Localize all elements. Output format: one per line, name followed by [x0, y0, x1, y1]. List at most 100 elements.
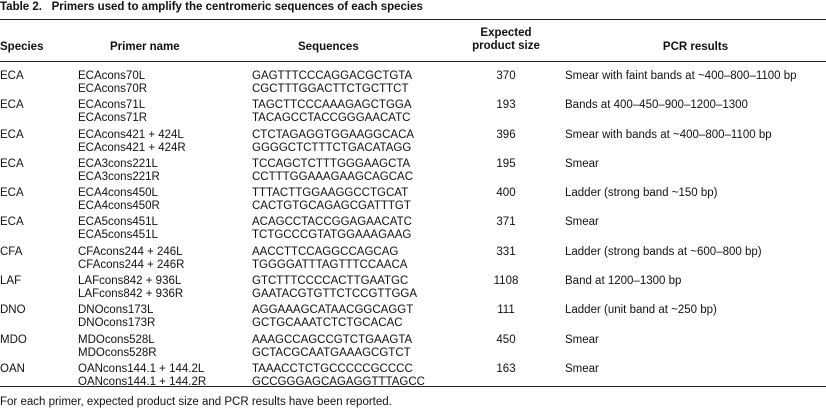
- cell-pcr-result: Bands at 400–450–900–1200–1300: [565, 99, 748, 112]
- table-caption-label: Table 2.: [0, 1, 42, 13]
- primer-right-name: ECAcons71R: [78, 112, 148, 125]
- primer-left-name: OANcons144.1 + 144.2L: [78, 362, 205, 375]
- primer-right-name: OANcons144.1 + 144.2R: [78, 375, 207, 388]
- primer-right-name: CFAcons244 + 246R: [78, 258, 185, 271]
- cell-species: ECA: [0, 128, 24, 141]
- cell-species: DNO: [0, 304, 26, 317]
- primer-left-name: DNOcons173L: [78, 304, 154, 317]
- cell-pcr-result: Ladder (unit band at ~250 bp): [565, 304, 717, 317]
- sequence-left: ACAGCCTACCGGAGAACATC: [252, 216, 412, 229]
- cell-product-size: 195: [496, 157, 516, 170]
- sequence-right: TACAGCCTACCGGGAACATC: [252, 112, 411, 125]
- cell-pcr-result: Ladder (strong band ~150 bp): [565, 187, 718, 200]
- sequence-right: TCTGCCCGTATGGAAAGAAG: [252, 229, 412, 242]
- primer-right-name: LAFcons842 + 936R: [78, 288, 184, 301]
- primer-left-name: ECA4cons450L: [78, 187, 158, 200]
- primer-right-name: ECA3cons221R: [78, 170, 160, 183]
- sequence-right: TGGGGATTTAGTTTCCAACA: [252, 258, 408, 271]
- cell-pcr-result: Smear: [565, 333, 599, 346]
- primer-left-name: ECAcons70L: [78, 70, 146, 82]
- sequence-right: GCTGCAAATCTCTGCACAC: [252, 317, 403, 330]
- sequence-right: CCTTTGGAAAGAAGCAGCAC: [252, 170, 414, 183]
- sequence-left: AGGAAAGCATAACGGCAGGT: [252, 304, 414, 317]
- header-size-line1: Expected: [480, 27, 532, 39]
- cell-pcr-result: Smear: [565, 216, 599, 229]
- cell-product-size: 450: [496, 333, 516, 346]
- header-species: Species: [0, 41, 44, 53]
- sequence-left: GAGTTTCCCAGGACGCTGTA: [252, 70, 413, 82]
- sequence-left: TAGCTTCCCAAAGAGCTGGA: [252, 99, 412, 112]
- cell-pcr-result: Band at 1200–1300 bp: [565, 275, 682, 288]
- table-footnote: For each primer, expected product size a…: [0, 396, 392, 408]
- cell-product-size: 193: [496, 99, 516, 112]
- primer-left-name: ECAcons421 + 424L: [78, 128, 184, 141]
- cell-pcr-result: Ladder (strong bands at ~600–800 bp): [565, 245, 762, 258]
- primer-left-name: ECAcons71L: [78, 99, 146, 112]
- header-expected-size: Expected product size: [454, 27, 558, 53]
- primer-right-name: ECAcons70R: [78, 83, 148, 95]
- table-header-rule: [0, 61, 826, 62]
- cell-product-size: 400: [496, 187, 516, 200]
- primer-left-name: MDOcons528L: [78, 333, 155, 346]
- header-primer-name: Primer name: [110, 41, 180, 53]
- sequence-left: AACCTTCCAGGCCAGCAG: [252, 245, 399, 258]
- sequence-right: GCTACGCAATGAAAGCGTCT: [252, 346, 411, 359]
- cell-product-size: 111: [497, 304, 515, 317]
- cell-product-size: 370: [496, 70, 516, 82]
- primer-right-name: ECAcons421 + 424R: [78, 141, 186, 154]
- primer-left-name: ECA5cons451L: [78, 216, 158, 229]
- table-caption: Table 2. Primers used to amplify the cen…: [0, 1, 423, 13]
- sequence-left: CTCTAGAGGTGGAAGGCACA: [252, 128, 415, 141]
- cell-species: ECA: [0, 99, 24, 112]
- cell-pcr-result: Smear: [565, 362, 599, 375]
- cell-product-size: 163: [496, 362, 516, 375]
- header-sequences: Sequences: [298, 41, 359, 53]
- cell-pcr-result: Smear with bands at ~400–800–1100 bp: [565, 128, 772, 141]
- primer-left-name: ECA3cons221L: [78, 157, 158, 170]
- cell-pcr-result: Smear: [565, 157, 599, 170]
- primer-right-name: MDOcons528R: [78, 346, 157, 359]
- sequence-right: GGGGCTCTTTCTGACATAGG: [252, 141, 412, 154]
- table-caption-text: Primers used to amplify the centromeric …: [51, 1, 423, 13]
- primer-right-name: ECA5cons451L: [78, 229, 158, 242]
- primer-right-name: ECA4cons450R: [78, 200, 160, 213]
- cell-species: LAF: [0, 275, 22, 288]
- cell-species: ECA: [0, 216, 24, 229]
- sequence-left: TTTACTTGGAAGGCCTGCAT: [252, 187, 409, 200]
- cell-species: ECA: [0, 157, 24, 170]
- sequence-left: GTCTTTCCCCACTTGAATGC: [252, 275, 409, 288]
- cell-species: ECA: [0, 187, 24, 200]
- header-size-line2: product size: [472, 40, 540, 52]
- sequence-right: CGCTTTGGACTTCTGCTTCT: [252, 83, 409, 95]
- sequence-left: AAAGCCAGCCGTCTGAAGTA: [252, 333, 413, 346]
- sequence-right: CACTGTGCAGAGCGATTTGT: [252, 200, 411, 213]
- primer-left-name: LAFcons842 + 936L: [78, 275, 182, 288]
